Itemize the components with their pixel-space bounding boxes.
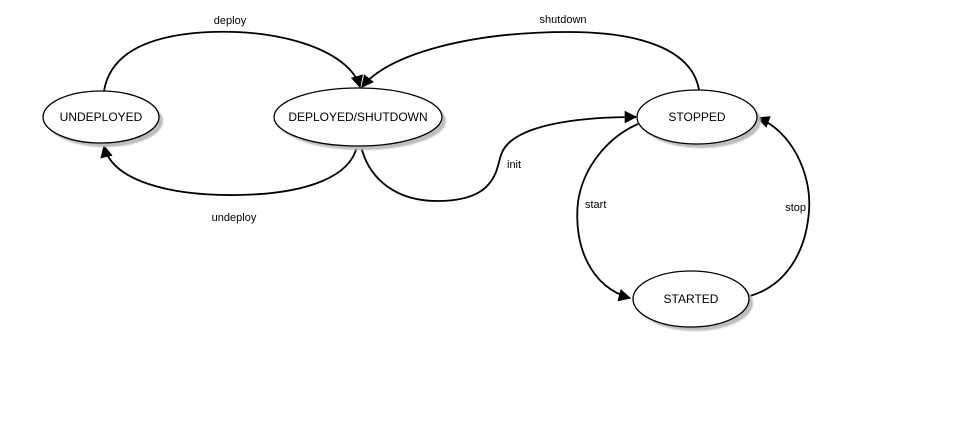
transition-deploy-arrow bbox=[103, 30, 363, 92]
transition-undeploy: undeploy bbox=[100, 144, 358, 224]
state-stopped-label: STOPPED bbox=[668, 110, 725, 124]
state-deployed-shutdown-label: DEPLOYED/SHUTDOWN bbox=[288, 110, 427, 124]
state-started-label: STARTED bbox=[664, 292, 719, 306]
transition-init-arrow bbox=[360, 110, 638, 202]
state-stopped: STOPPED bbox=[636, 89, 761, 148]
transition-start-arrow bbox=[576, 123, 639, 302]
transition-init: init bbox=[360, 110, 638, 202]
transition-stop: stop bbox=[749, 116, 811, 297]
transition-start-label: start bbox=[585, 199, 606, 211]
transition-start: start bbox=[576, 123, 639, 302]
state-deployed-shutdown-shape bbox=[273, 87, 443, 147]
transition-deploy: deploy bbox=[103, 15, 363, 92]
state-undeployed-label: UNDEPLOYED bbox=[60, 110, 143, 124]
state-undeployed-shape bbox=[42, 90, 160, 144]
state-stopped-shape bbox=[636, 89, 758, 145]
transition-shutdown-label: shutdown bbox=[539, 14, 586, 26]
state-started: STARTED bbox=[632, 270, 753, 331]
state-started-shape bbox=[632, 270, 750, 328]
transition-deploy-label: deploy bbox=[214, 15, 247, 27]
transition-stop-arrow bbox=[749, 116, 811, 297]
state-deployed-shutdown: DEPLOYED/SHUTDOWN bbox=[273, 87, 446, 150]
transition-stop-label: stop bbox=[785, 202, 806, 214]
transition-shutdown-arrow bbox=[361, 31, 700, 91]
transition-undeploy-arrow bbox=[100, 144, 358, 196]
transition-undeploy-label: undeploy bbox=[212, 212, 257, 224]
transition-shutdown: shutdown bbox=[361, 14, 700, 91]
transition-init-label: init bbox=[507, 159, 521, 171]
state-undeployed: UNDEPLOYED bbox=[42, 90, 163, 147]
